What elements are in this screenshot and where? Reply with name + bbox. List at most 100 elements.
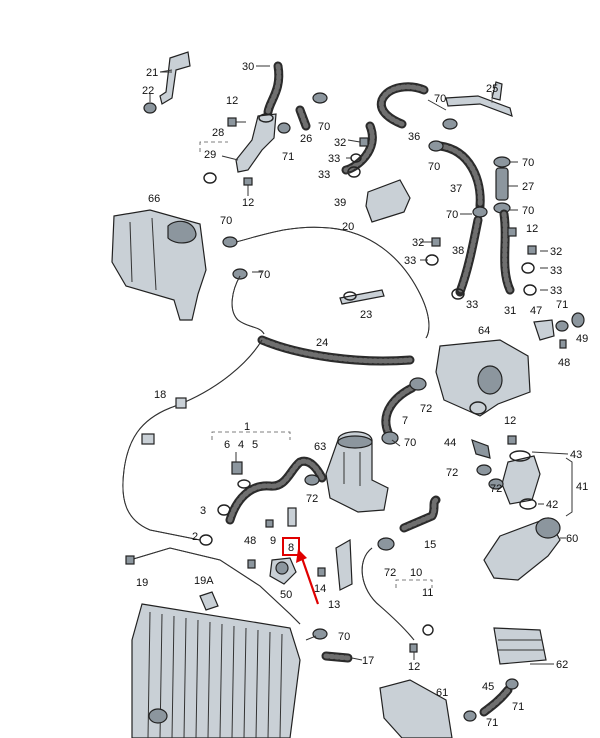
clip-18 <box>141 397 187 445</box>
clamp-33-31 <box>425 227 537 300</box>
callout-24: 24 <box>316 337 328 349</box>
sensor-8 <box>287 507 297 527</box>
callout-22: 22 <box>142 85 154 97</box>
thermostat-housing-64 <box>435 339 531 417</box>
callout-36: 36 <box>408 131 420 143</box>
callout-47: 47 <box>530 305 542 317</box>
callout-70: 70 <box>338 631 350 643</box>
callout-72: 72 <box>446 467 458 479</box>
callout-10: 10 <box>410 567 422 579</box>
callout-32: 32 <box>334 137 346 149</box>
hose-1-assembly <box>211 431 327 525</box>
callout-64: 64 <box>478 325 490 337</box>
highlight-box <box>282 537 300 556</box>
callout-30: 30 <box>242 61 254 73</box>
callout-43: 43 <box>570 449 582 461</box>
callout-33: 33 <box>404 255 416 267</box>
callout-63: 63 <box>314 441 326 453</box>
callout-70: 70 <box>428 161 440 173</box>
callout-39: 39 <box>334 197 346 209</box>
callout-12: 12 <box>504 415 516 427</box>
callout-6: 6 <box>224 439 230 451</box>
clamp-72-10 <box>377 537 395 551</box>
radiator <box>131 603 301 738</box>
callout-61: 61 <box>436 687 448 699</box>
clamp-70-19 <box>312 628 328 640</box>
callout-11: 11 <box>422 587 433 599</box>
hose-36 <box>341 82 429 175</box>
expansion-tank-66 <box>111 209 207 321</box>
clamp-72-63 <box>304 474 320 486</box>
callout-44: 44 <box>444 437 456 449</box>
hose-24 <box>257 335 415 366</box>
callout-18: 18 <box>154 389 166 401</box>
callout-41: 41 <box>576 481 588 493</box>
leader-lines <box>159 65 573 665</box>
callout-45: 45 <box>482 681 494 693</box>
callout-13: 13 <box>328 599 340 611</box>
hose-37 <box>435 141 485 297</box>
clamp-70-pipe <box>442 118 458 130</box>
callout-17: 17 <box>362 655 374 667</box>
callout-70: 70 <box>258 269 270 281</box>
callout-33: 33 <box>328 153 340 165</box>
hose-44 <box>471 439 504 490</box>
oil-cooler-62 <box>493 627 547 665</box>
callout-33: 33 <box>550 285 562 297</box>
callout-7: 7 <box>402 415 408 427</box>
hose-15 <box>399 495 441 533</box>
callout-19a: 19A <box>194 575 214 587</box>
callout-72: 72 <box>420 403 432 415</box>
sensors-4-5-6 <box>231 452 251 489</box>
callout-32: 32 <box>412 237 424 249</box>
callout-1: 1 <box>244 421 250 433</box>
bolt-12-top <box>227 117 246 127</box>
bracket-21 <box>159 51 191 105</box>
callout-33: 33 <box>466 299 478 311</box>
cap-71-49 <box>555 312 585 349</box>
hose-18 <box>122 339 263 541</box>
clip-23 <box>339 289 385 305</box>
clamp-71-bottom <box>463 678 519 722</box>
callout-70: 70 <box>434 93 446 105</box>
flange-28 <box>199 113 277 173</box>
callout-labels: 21 22 30 12 28 29 26 70 71 12 32 33 33 3… <box>136 61 588 729</box>
callout-19: 19 <box>136 577 148 589</box>
oil-filter-housing-63 <box>325 431 389 513</box>
callout-50: 50 <box>280 589 292 601</box>
hose-45 <box>479 685 513 717</box>
fitting-41 <box>501 450 541 510</box>
clamp-3 <box>217 504 231 516</box>
callout-32: 32 <box>550 246 562 258</box>
clamp-71-top <box>277 122 291 134</box>
hose-10-11 <box>361 547 433 641</box>
hose-27 <box>493 156 511 214</box>
callout-20: 20 <box>342 221 354 233</box>
bolt-12-41 <box>507 435 517 445</box>
hose-7 <box>381 383 417 437</box>
callout-38: 38 <box>452 245 464 257</box>
callout-4: 4 <box>238 439 244 451</box>
hose-26 <box>295 105 311 131</box>
bolt-14 <box>317 567 326 577</box>
callout-70: 70 <box>404 437 416 449</box>
callout-70: 70 <box>318 121 330 133</box>
bolt-9 <box>265 519 274 528</box>
highlight-arrow <box>300 557 320 605</box>
fitting-47 <box>533 319 555 341</box>
callout-71: 71 <box>512 701 524 713</box>
callout-33: 33 <box>318 169 330 181</box>
clip-11 <box>409 624 434 653</box>
callout-70: 70 <box>446 209 458 221</box>
callout-12: 12 <box>226 95 238 107</box>
callout-33: 33 <box>550 265 562 277</box>
callout-42: 42 <box>546 499 558 511</box>
pump-50 <box>269 557 297 585</box>
callout-21: 21 <box>146 67 158 79</box>
callout-25: 25 <box>486 83 498 95</box>
pipe-19 <box>125 547 301 625</box>
callout-15: 15 <box>424 539 436 551</box>
callout-9: 9 <box>270 535 276 547</box>
callout-37: 37 <box>450 183 462 195</box>
